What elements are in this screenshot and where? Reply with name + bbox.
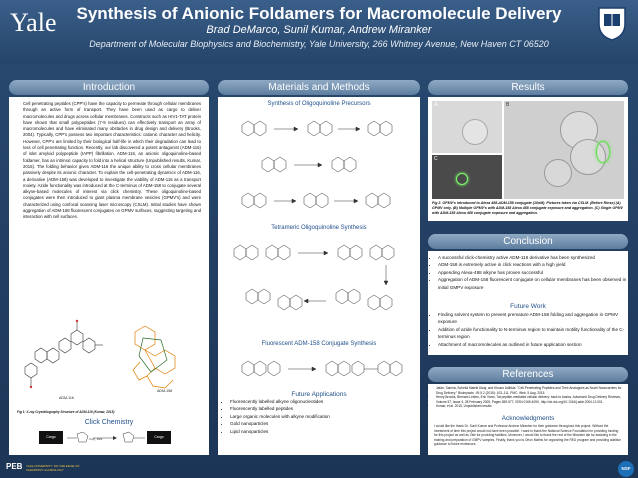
conclusion-item: Aggregation of ADM-158 fluorescent conju… bbox=[438, 276, 628, 291]
introduction-text: Cell penetrating peptides (CPP's) have t… bbox=[23, 101, 201, 220]
future-work-item: Finding solvent system to prevent premat… bbox=[438, 311, 628, 326]
conclusion-item: ADM-158 is extremely active in click rea… bbox=[438, 261, 628, 268]
future-application-item: Gold nanoparticles bbox=[230, 420, 420, 427]
introduction-panel: Cell penetrating peptides (CPP's) have t… bbox=[9, 97, 209, 455]
poster-header: Yale Synthesis of Anionic Foldamers for … bbox=[0, 0, 638, 64]
micrograph-b: B bbox=[504, 101, 624, 199]
future-application-item: Fluorescently labelled alkyne oligonucle… bbox=[230, 398, 420, 405]
methods-panel: Synthesis of Oligoquinoline Precursors T… bbox=[218, 97, 420, 455]
micrograph-c: C bbox=[432, 155, 502, 199]
future-application-item: Large organic molecules with alkyne modi… bbox=[230, 413, 420, 420]
conclusion-panel: A successful click-chemistry active ADM-… bbox=[428, 251, 628, 355]
reference-item: Kumar, et al. 2015, Unpublished results bbox=[436, 404, 626, 409]
reference-item: Henry Brooks, Bernard Lebleu, Eric Vives… bbox=[436, 395, 626, 404]
tetramer-scheme bbox=[233, 244, 395, 311]
conclusion-heading: Conclusion bbox=[428, 234, 628, 249]
conclusion-item: A successful click-chemistry active ADM-… bbox=[438, 254, 628, 261]
peb-tagline: YALE UNIVERSITY: ON THE EDGE OF CHEMISTR… bbox=[26, 464, 80, 472]
future-work-item: Attachment of macromolecules as outlined… bbox=[438, 341, 628, 348]
click-reagent-label: Cu(I), click bbox=[89, 437, 103, 441]
figure-2-caption: Fig 2. GPMV's introduced to Alexa 488-AD… bbox=[432, 201, 623, 215]
adm-structures-figure bbox=[24, 319, 176, 389]
future-applications-heading: Future Applications bbox=[291, 391, 347, 398]
future-work-item: Addition of azide functionality to N-ter… bbox=[438, 326, 628, 341]
reference-item: Jafari, Samira, Soheila Maleki Dizaj, an… bbox=[436, 386, 626, 395]
gpmv-fluorescent bbox=[456, 173, 468, 185]
poster-footer: PEB YALE UNIVERSITY: ON THE EDGE OF CHEM… bbox=[0, 460, 638, 478]
references-heading: References bbox=[428, 367, 628, 382]
click-cargo-box-left: Cargo bbox=[39, 431, 63, 444]
conclusion-item: Appending Alexa-488 alkyne has proven su… bbox=[438, 269, 628, 276]
adm-158-label: ADM-158 bbox=[157, 389, 173, 393]
acknowledgments-heading: Acknowledgments bbox=[501, 415, 555, 422]
yale-logo: Yale bbox=[10, 8, 57, 37]
methods-sub-precursors: Synthesis of Oligoquinoline Precursors bbox=[267, 101, 371, 107]
references-panel: Jafari, Samira, Soheila Maleki Dizaj, an… bbox=[428, 384, 628, 455]
nsf-logo: NSF bbox=[618, 461, 634, 477]
panel-c-label: C bbox=[434, 156, 438, 162]
figure-1-caption: Fig 1: X-ray Crystallography Structure o… bbox=[17, 410, 115, 414]
precursor-scheme bbox=[241, 120, 393, 209]
gpmv-vesicle bbox=[462, 119, 488, 145]
conjugate-scheme bbox=[241, 360, 403, 377]
future-work-list: Finding solvent system to prevent premat… bbox=[430, 311, 628, 348]
future-applications-list: Fluorescently labelled alkyne oligonucle… bbox=[222, 398, 420, 435]
panel-a-label: A bbox=[434, 102, 438, 108]
future-application-item: Lipid nanoparticles bbox=[230, 428, 420, 435]
peb-logo: PEB bbox=[6, 462, 23, 471]
introduction-heading: Introduction bbox=[9, 80, 209, 95]
panel-b-label: B bbox=[506, 102, 510, 108]
click-cargo-box-right: Cargo bbox=[147, 431, 171, 444]
micrograph-a: A bbox=[432, 101, 502, 153]
methods-heading: Materials and Methods bbox=[218, 80, 420, 95]
methods-sub-tetrameric: Tetrameric Oligoquinoline Synthesis bbox=[271, 225, 367, 231]
poster-authors: Brad DeMarco, Sunil Kumar, Andrew Mirank… bbox=[206, 24, 432, 36]
gpmv-vesicle-small bbox=[544, 159, 572, 187]
click-chemistry-heading: Click Chemistry bbox=[84, 419, 134, 426]
poster-title: Synthesis of Anionic Foldamers for Macro… bbox=[76, 4, 562, 23]
references-list: Jafari, Samira, Soheila Maleki Dizaj, an… bbox=[430, 386, 626, 409]
fluorescent-aggregate bbox=[596, 141, 610, 163]
click-reaction-scheme bbox=[67, 431, 145, 443]
acknowledgments-text: I would like the thank Dr. Sunil Kumar a… bbox=[434, 424, 622, 447]
adm-116-label: ADM-116 bbox=[59, 396, 74, 400]
yale-shield-icon bbox=[598, 7, 626, 41]
conclusion-list: A successful click-chemistry active ADM-… bbox=[430, 254, 628, 291]
methods-sub-fluorescent: Fluorescent ADM-158 Conjugate Synthesis bbox=[261, 341, 377, 347]
future-work-heading: Future Work bbox=[510, 303, 546, 310]
results-heading: Results bbox=[428, 80, 628, 95]
results-panel: A C B Fig 2. GPMV's introduced to Alexa … bbox=[428, 97, 628, 221]
future-application-item: Fluorescently labelled peptides bbox=[230, 405, 420, 412]
poster-affiliation: Department of Molecular Biophysics and B… bbox=[89, 39, 549, 49]
